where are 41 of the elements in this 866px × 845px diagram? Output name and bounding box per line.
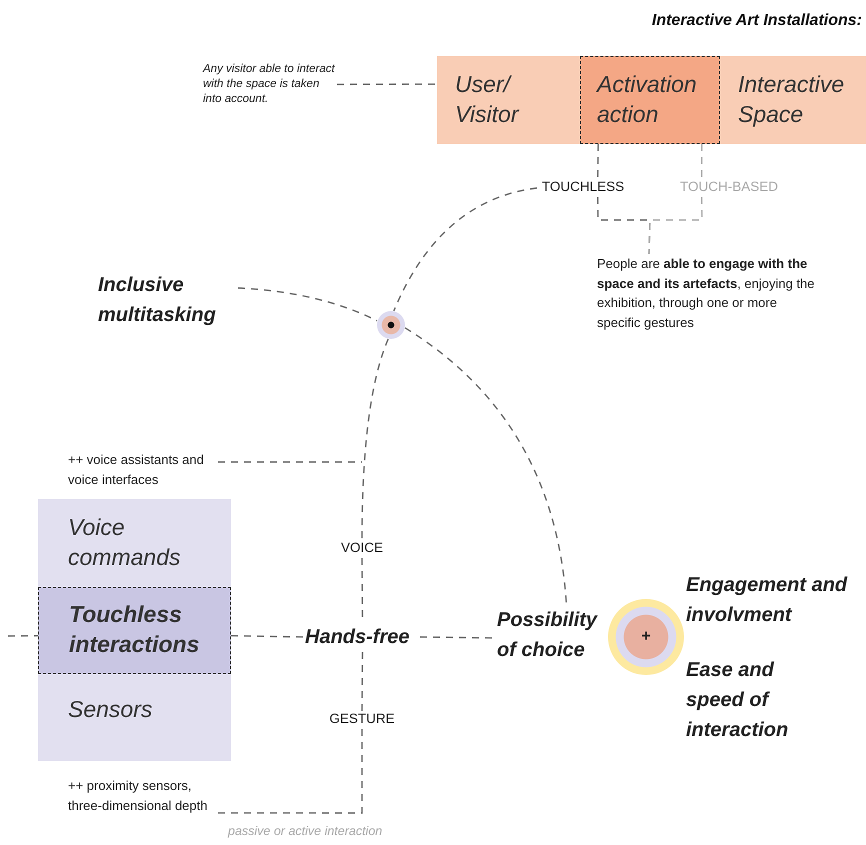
concept-label: Hands-free bbox=[305, 622, 420, 652]
category-label: Voice commands bbox=[68, 513, 228, 575]
stage-label: Interactive Space bbox=[738, 70, 846, 129]
connector-line bbox=[230, 635, 306, 638]
stage-box bbox=[720, 56, 866, 144]
branch-label: GESTURE bbox=[328, 711, 396, 729]
leader-line bbox=[218, 461, 362, 463]
concept-label: Inclusive multitasking bbox=[98, 270, 238, 330]
connector-line bbox=[337, 83, 437, 86]
concept-label: Possibility of choice bbox=[497, 605, 609, 665]
stage-label: Activation action bbox=[597, 70, 698, 129]
category-label: Touchless interactions bbox=[69, 600, 200, 659]
branch-label: TOUCH-BASED bbox=[672, 179, 786, 197]
note-text: passive or active interaction bbox=[228, 824, 382, 838]
leader-line bbox=[8, 635, 38, 637]
category-label: Sensors bbox=[68, 695, 228, 731]
stage-box bbox=[437, 56, 580, 144]
stage-box bbox=[580, 56, 720, 144]
diagram-title: Interactive Art Installations: bbox=[652, 12, 862, 30]
connector-line bbox=[648, 196, 703, 254]
description-text: People are able to engage with the space and its artefacts, enjoying the exhibition, through one or more specific gestures bbox=[597, 254, 823, 338]
junction-dot bbox=[377, 311, 405, 339]
connector-line bbox=[700, 144, 702, 179]
concept-label: Ease and speed of interaction bbox=[686, 655, 816, 745]
stage-label: User/ Visitor bbox=[455, 70, 520, 129]
branch-label: VOICE bbox=[338, 540, 386, 558]
branch-label: TOUCHLESS bbox=[537, 179, 629, 197]
note-text: ++ voice assistants and voice interfaces bbox=[68, 450, 218, 490]
concept-label: Engagement and involvment bbox=[686, 570, 856, 630]
category-panel bbox=[38, 499, 231, 761]
connector-line bbox=[361, 652, 364, 711]
connector-line bbox=[218, 729, 363, 814]
connector-line bbox=[597, 144, 599, 179]
plus-sign: + bbox=[641, 628, 651, 646]
note-text: ++ proximity sensors, three-dimensional depth bbox=[68, 776, 218, 832]
note-text: Any visitor able to interact with the space is taken into account. bbox=[203, 62, 337, 107]
connector-line bbox=[404, 327, 568, 606]
connector-line bbox=[238, 287, 378, 322]
category-box bbox=[38, 587, 231, 674]
connector-line bbox=[361, 338, 389, 540]
connector-line bbox=[393, 187, 538, 312]
